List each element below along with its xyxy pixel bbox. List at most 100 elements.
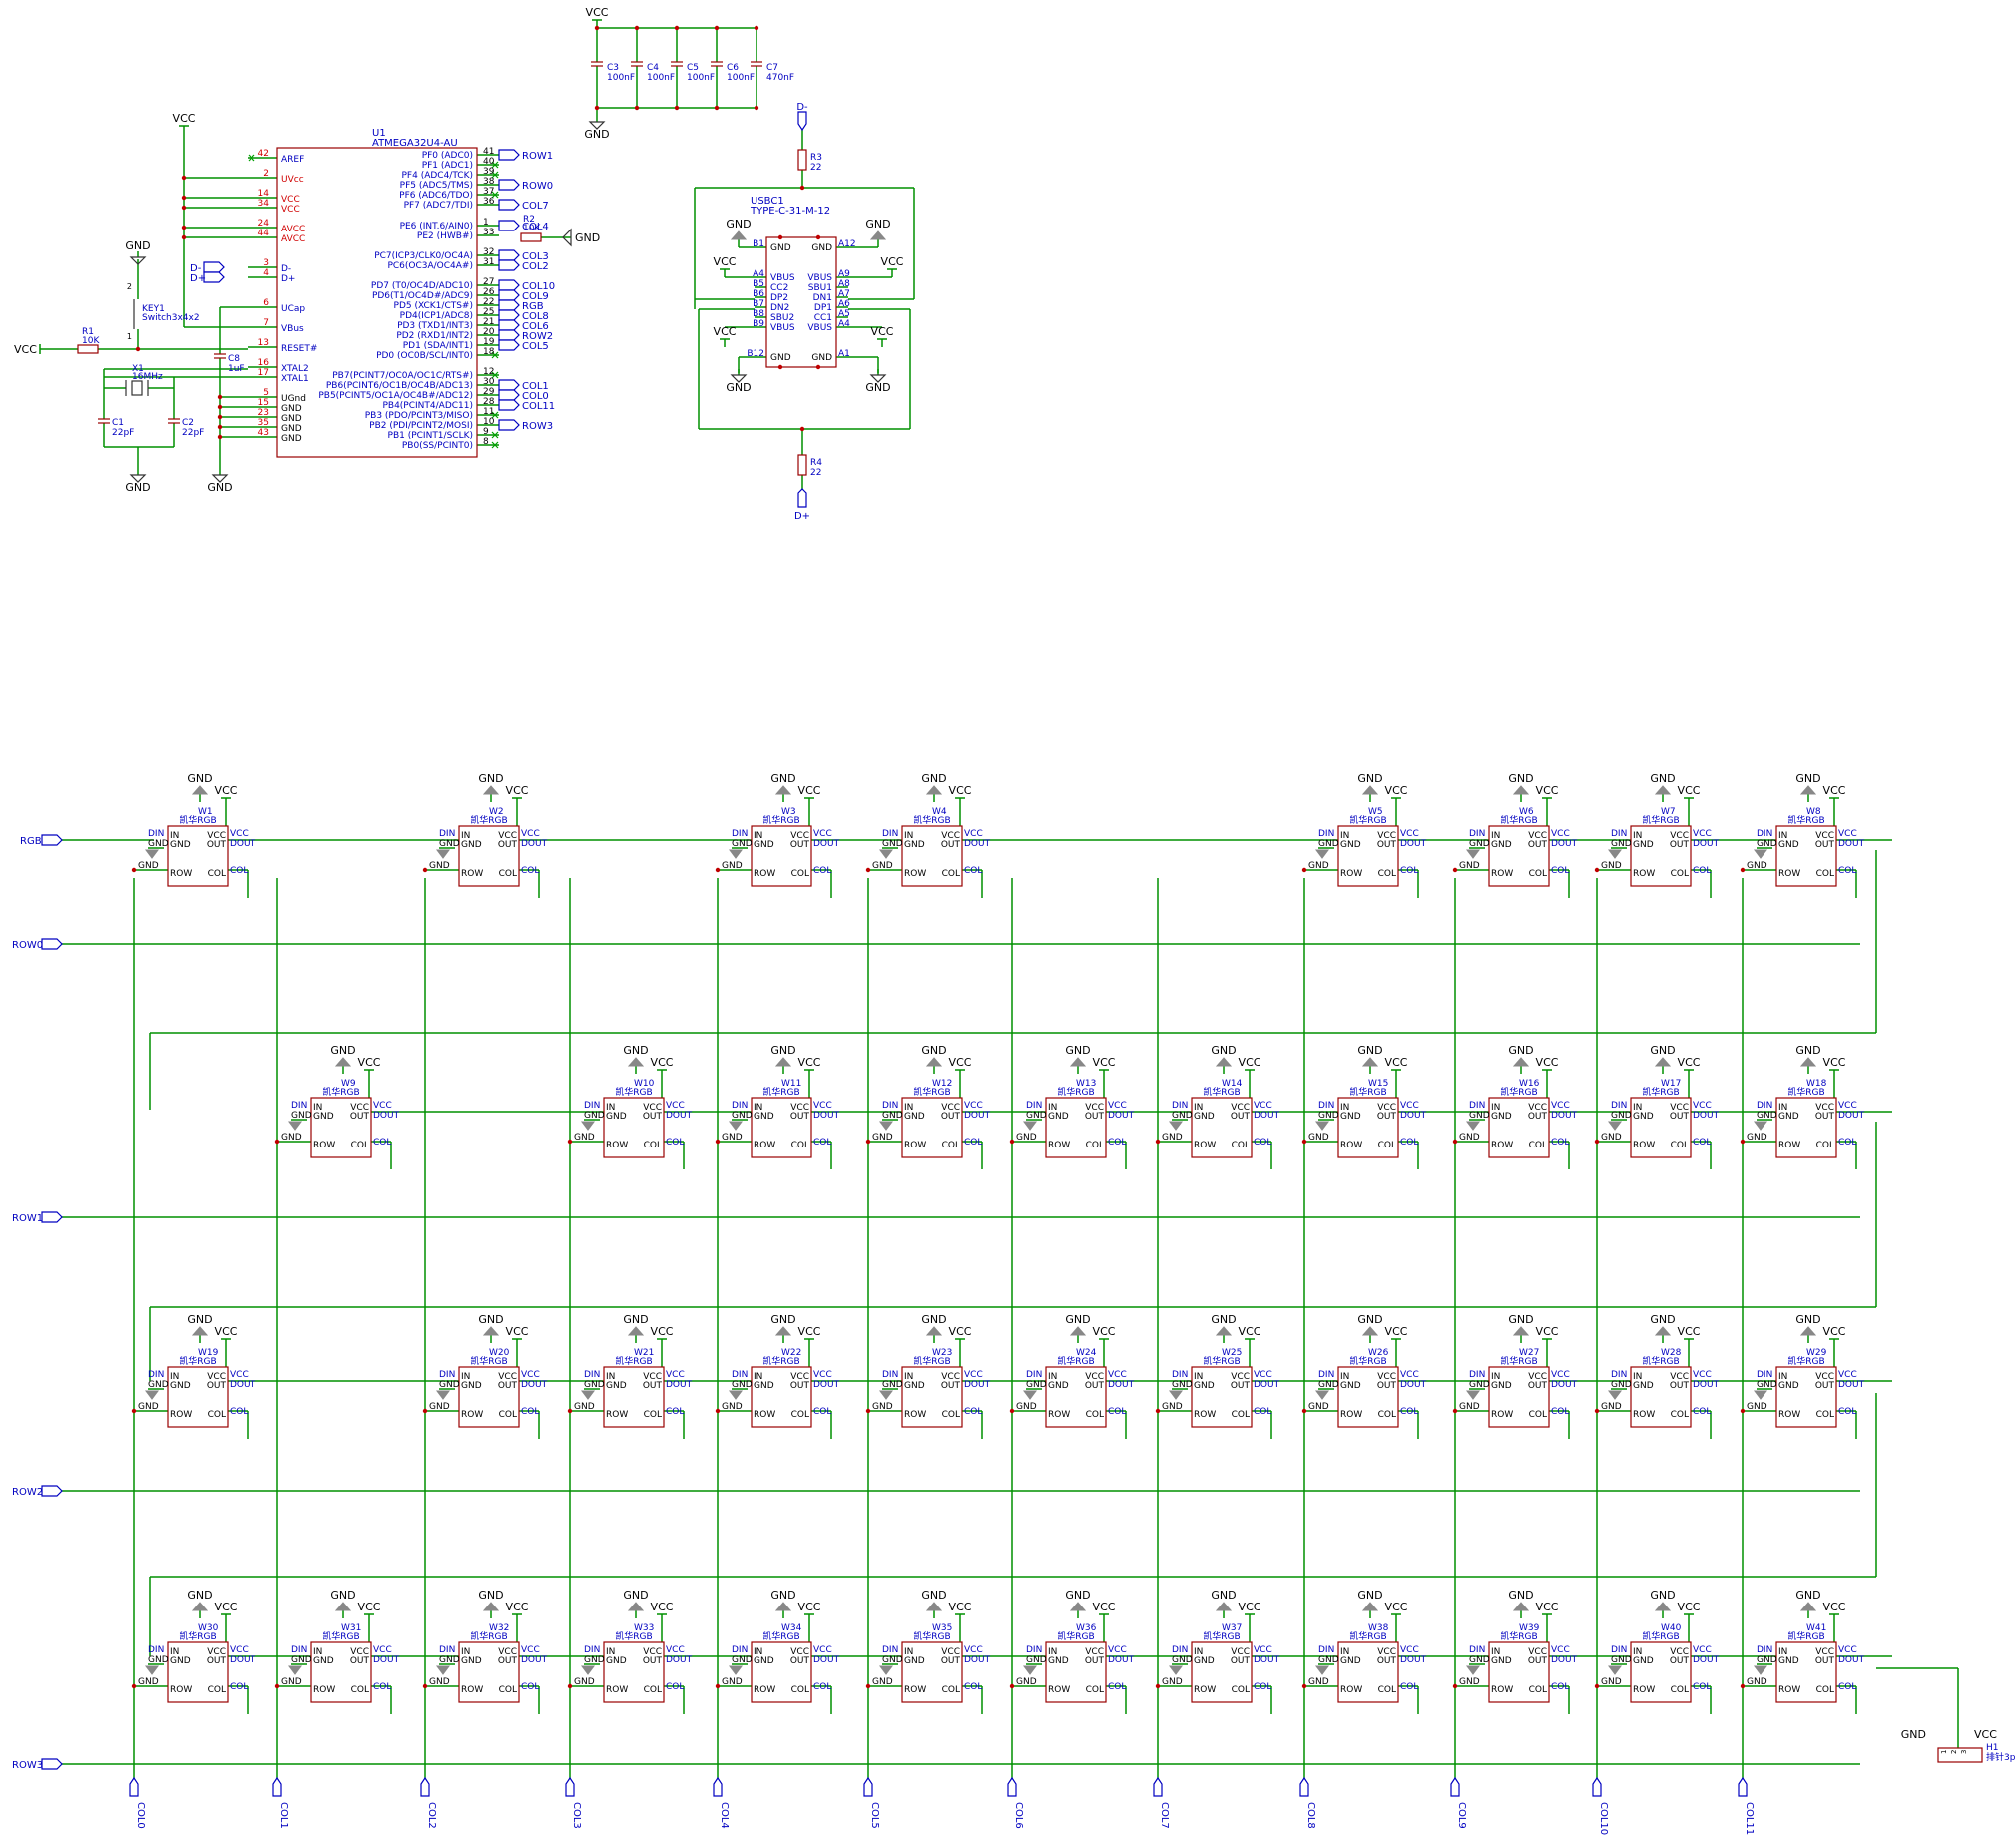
ground-label: GND: [1459, 1402, 1480, 1412]
key-pin: GND: [291, 1655, 312, 1665]
key-cell-body: [603, 1641, 665, 1703]
key-pin: VCC: [1231, 1372, 1250, 1382]
junction-dot: [1155, 1683, 1161, 1689]
key-pin: GND: [1340, 1381, 1361, 1391]
key-pin: COL: [499, 869, 517, 879]
ground-label: GND: [1508, 1044, 1533, 1057]
key-pin: VCC: [373, 1645, 392, 1655]
ground-symbol: [1654, 1602, 1672, 1611]
ground-symbol: [588, 121, 606, 130]
junction-dot: [217, 404, 223, 410]
key-pin: GND: [1633, 1112, 1654, 1122]
mcu-pin-name: XTAL1: [281, 374, 309, 384]
vcc-label: VCC: [506, 784, 529, 797]
net-port: [797, 111, 807, 132]
key-cell-value: 凯华RGB: [322, 1630, 359, 1642]
key-cell-ref: W9: [341, 1079, 356, 1089]
key-cell-value: 凯华RGB: [615, 1355, 652, 1367]
usb-pin-number: A6: [838, 299, 850, 309]
ground-label: GND: [187, 1313, 212, 1326]
junction-dot: [714, 25, 720, 31]
key-pin: ROW: [1491, 1410, 1513, 1420]
net-port: [203, 271, 225, 283]
key-pin: VCC: [813, 829, 832, 839]
key-cell-body: [458, 1641, 520, 1703]
junction-dot: [567, 1683, 573, 1689]
key-pin: IN: [461, 1372, 470, 1382]
key-pin: GND: [732, 1380, 753, 1390]
key-pin: DIN: [732, 1645, 748, 1655]
key-cell-ref: W26: [1368, 1348, 1389, 1358]
usb-pin-name: VBUS: [807, 323, 832, 333]
r4-value: 22: [810, 468, 821, 478]
mcu-pin-name: PB6(PCINT6/OC1B/OC4B/ADC13): [326, 381, 473, 391]
key-pin: GND: [1491, 1381, 1512, 1391]
key-cell-value: 凯华RGB: [762, 1630, 799, 1642]
ground-label: GND: [722, 861, 743, 871]
ground-label: GND: [1508, 772, 1533, 785]
ground-label: GND: [770, 1589, 795, 1602]
header-pin: 2: [1950, 1750, 1958, 1754]
ground-symbol: [1799, 1326, 1817, 1336]
key-pin: DOUT: [373, 1111, 400, 1121]
key-pin: VCC: [1085, 1103, 1104, 1113]
key-cell-ref: W41: [1806, 1623, 1826, 1633]
ground-symbol: [1754, 1121, 1767, 1131]
ground-symbol: [1466, 1121, 1480, 1131]
junction-dot: [181, 225, 187, 230]
ground-label: GND: [574, 1133, 595, 1143]
key-pin: OUT: [350, 1112, 370, 1122]
key-pin: OUT: [1377, 1656, 1397, 1666]
key-pin: GND: [1469, 1655, 1490, 1665]
key-cell-ref: W30: [198, 1623, 219, 1633]
key-cell-ref: W36: [1076, 1623, 1097, 1633]
key-pin: ROW: [1340, 869, 1362, 879]
usb-pin-name: DP2: [770, 293, 788, 303]
key-pin: DIN: [882, 1645, 898, 1655]
vcc-label: VCC: [949, 1325, 972, 1338]
ground-label: GND: [921, 1313, 946, 1326]
ground-symbol: [1361, 1057, 1379, 1067]
ground-label: GND: [1162, 1402, 1183, 1412]
ground-label: GND: [429, 861, 450, 871]
key-pin: DOUT: [964, 839, 991, 849]
ground-symbol: [925, 1326, 943, 1336]
key-pin: IN: [313, 1103, 322, 1113]
usb-pin-number: B5: [753, 279, 764, 289]
key-pin: DOUT: [1838, 1655, 1865, 1665]
key-cell-ref: W16: [1519, 1079, 1540, 1089]
key-pin: DOUT: [666, 1111, 693, 1121]
ground-label: GND: [1601, 1133, 1622, 1143]
ground-label: GND: [1308, 861, 1329, 871]
key-pin: VCC: [666, 1101, 685, 1111]
key-pin: COL: [1400, 1682, 1418, 1692]
key-pin: COL: [521, 866, 539, 876]
key-pin: COL: [1693, 1682, 1711, 1692]
ground-label: GND: [1795, 1313, 1820, 1326]
key-pin: GND: [1026, 1655, 1047, 1665]
net-label: COL5: [869, 1802, 880, 1829]
key-pin: IN: [461, 1647, 470, 1657]
key-pin: OUT: [1815, 840, 1835, 850]
vcc-label: VCC: [1823, 1056, 1846, 1069]
r4-body: [797, 454, 807, 476]
key-pin: COL: [1693, 1138, 1711, 1148]
key-pin: GND: [439, 1380, 460, 1390]
junction-dot: [181, 195, 187, 201]
ground-label: GND: [187, 1589, 212, 1602]
key-pin: DOUT: [1108, 1655, 1135, 1665]
key-pin: COL: [230, 1407, 248, 1417]
key-pin: 2: [127, 282, 132, 291]
key-pin: GND: [732, 839, 753, 849]
junction-dot: [1594, 867, 1600, 873]
ground-symbol: [1023, 1665, 1037, 1675]
mcu-pin-number: 14: [258, 189, 270, 199]
mcu-pin-name: GND: [281, 434, 302, 444]
ground-label: GND: [1357, 1313, 1382, 1326]
key-value: Switch3x4x2: [142, 313, 200, 323]
key-cell-value: 凯华RGB: [470, 1355, 507, 1367]
ground-symbol: [581, 1665, 595, 1675]
key-pin: GND: [1491, 1656, 1512, 1666]
ground-symbol: [1512, 1057, 1530, 1067]
junction-dot: [1155, 1408, 1161, 1414]
